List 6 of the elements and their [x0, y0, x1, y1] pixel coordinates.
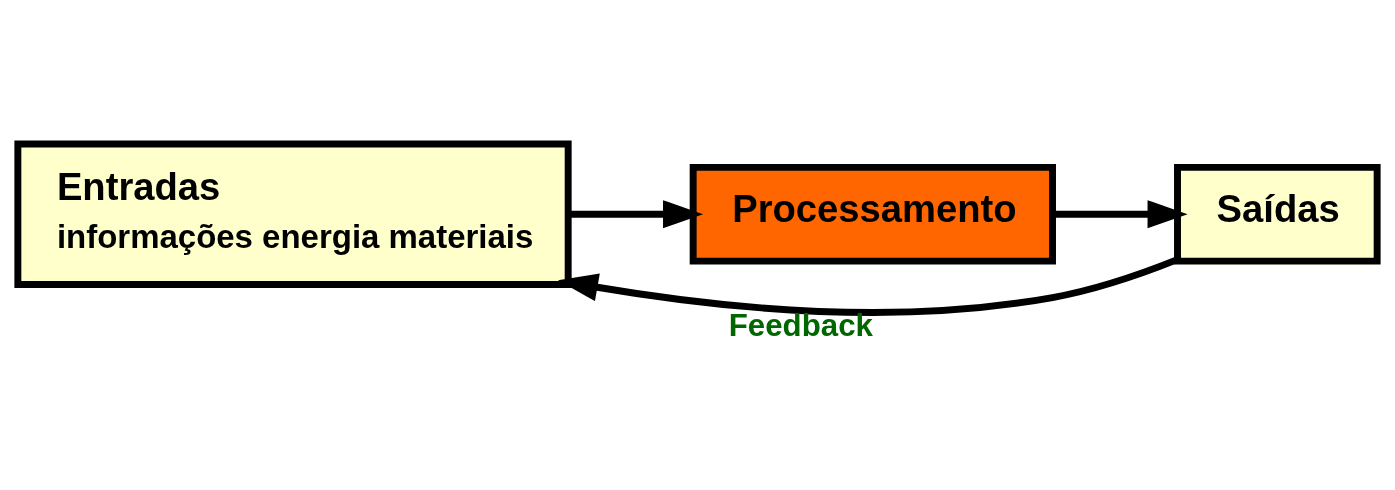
node-box: Entradas informações energia materiais [14, 139, 572, 288]
edge-label: Feedback [728, 307, 873, 343]
node-box: Saídas [1174, 163, 1381, 265]
arrow [1052, 199, 1188, 228]
arrow [568, 199, 704, 228]
node-box: Processamento [689, 163, 1056, 265]
